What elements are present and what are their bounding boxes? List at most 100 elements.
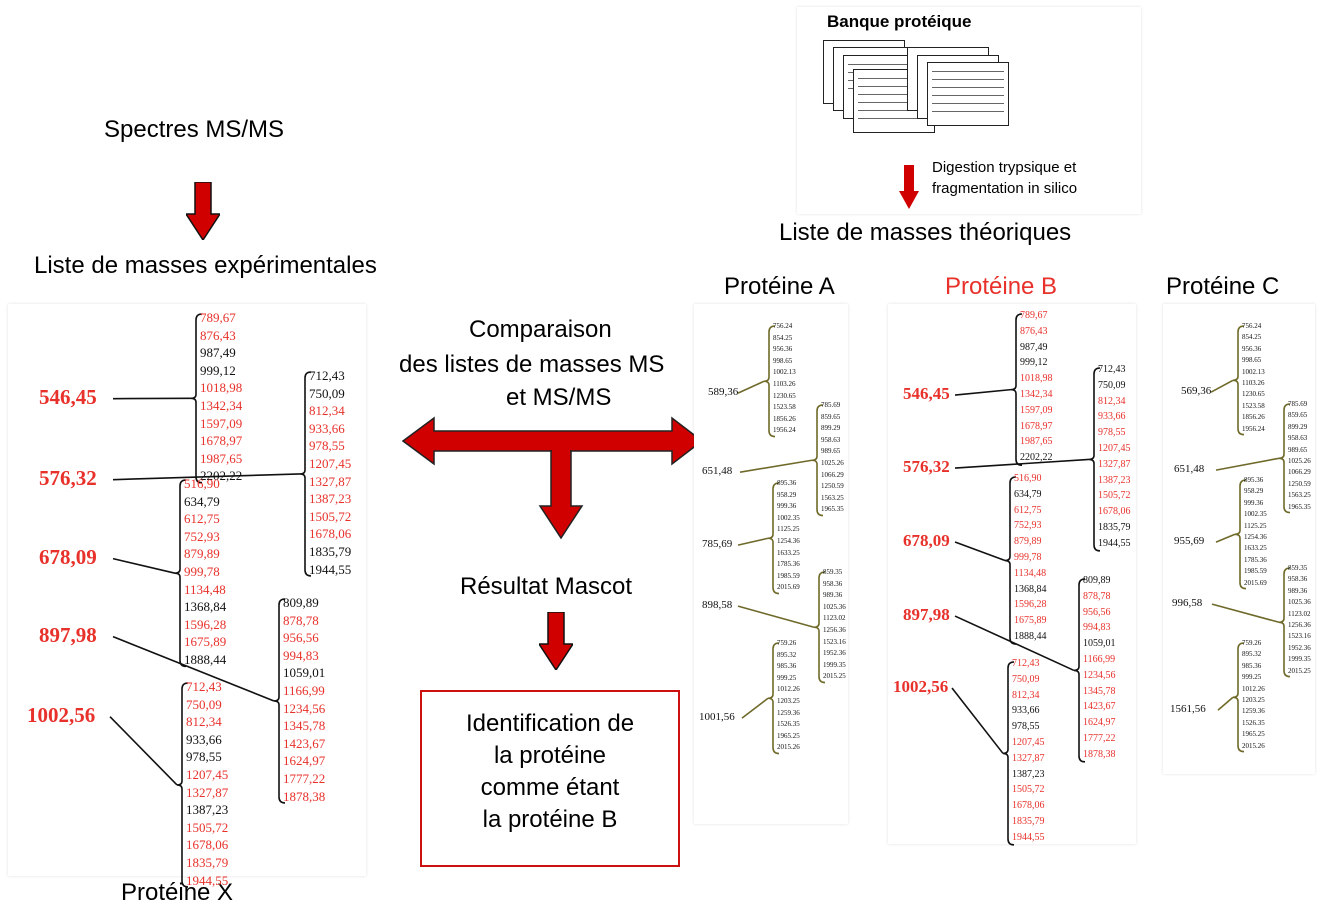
protB-peak-mass: 897,98	[903, 605, 950, 624]
exp-fragment-mass: 1342,34	[200, 398, 243, 413]
exp-fragment-mass: 1505,72	[186, 819, 229, 835]
protC-fragment-mass: 999.25	[1242, 673, 1262, 682]
protC-fragment-mass: 1203.25	[1242, 696, 1265, 704]
protA-fragment-mass: 1526.35	[777, 720, 800, 729]
protC-peak-mass: 651,48	[1174, 463, 1205, 475]
protC-peak-mass: 569,36	[1181, 385, 1212, 397]
protC-fragment-mass: 1123.02	[1288, 609, 1311, 618]
exp-fragment-mass: 987,49	[200, 345, 236, 361]
protC-fragment-mass: 859.35	[1288, 564, 1308, 572]
protA-peak-mass: 589,36	[708, 386, 739, 398]
exp-fragment-mass: 1327,87	[309, 473, 352, 489]
protB-fragment-mass: 1368,84	[1014, 583, 1047, 595]
exp-fragment-mass: 1596,28	[184, 616, 227, 632]
exp-fragment-mass: 1678,06	[186, 837, 229, 853]
protA-fragment-mass: 1985.59	[777, 571, 800, 580]
protB-fragment-mass: 1234,56	[1083, 669, 1116, 681]
protC-fragment-mass: 958.36	[1288, 575, 1308, 584]
protC-peak-mass: 996,58	[1172, 597, 1203, 609]
protC-fragment-mass: 1025.26	[1288, 457, 1311, 465]
protA-fragment-mass: 1103.26	[773, 380, 796, 388]
protB-fragment-mass: 1327,87	[1098, 458, 1131, 470]
protein-c-label: Protéine C	[1166, 273, 1280, 300]
protA-fragment-mass: 1250.59	[821, 482, 844, 491]
protC-fragment-mass: 1985.59	[1244, 567, 1267, 576]
protB-fragment-mass: 1059,01	[1083, 638, 1116, 650]
protA-fragment-mass: 1002.13	[773, 368, 796, 377]
protA-fragment-mass: 1856.26	[773, 414, 796, 423]
protC-fragment-mass: 1012.26	[1242, 684, 1265, 693]
protA-peak-mass: 651,48	[702, 465, 733, 477]
protA-fragment-mass: 785.69	[821, 401, 841, 409]
protC-fragment-mass: 2015.25	[1288, 666, 1311, 675]
protB-peak-mass: 576,32	[903, 457, 950, 476]
protB-fragment-mass: 1505,72	[1098, 490, 1131, 502]
comparison-line-1: Comparaison	[469, 316, 612, 343]
protB-fragment-mass: 878,78	[1083, 590, 1111, 602]
protB-fragment-mass: 933,66	[1012, 705, 1040, 717]
protB-fragment-mass: 1678,06	[1012, 800, 1045, 812]
protB-fragment-mass: 1878,38	[1083, 748, 1116, 760]
protC-fragment-mass: 854.25	[1242, 333, 1262, 342]
exp-fragment-mass: 1888,44	[184, 652, 227, 667]
protein-bank-title: Banque protéique	[827, 12, 972, 31]
protB-fragment-mass: 712,43	[1012, 658, 1040, 669]
protB-fragment-mass: 1678,97	[1020, 420, 1053, 432]
protB-fragment-mass: 1207,45	[1012, 737, 1045, 748]
protC-fragment-mass: 1066.29	[1288, 468, 1311, 477]
exp-fragment-mass: 1944,55	[186, 872, 229, 888]
exp-fragment-mass: 879,89	[184, 546, 220, 562]
protA-fragment-mass: 998.65	[773, 356, 793, 365]
protA-fragment-mass: 854.25	[773, 333, 793, 342]
exp-peak-mass: 546,45	[39, 385, 97, 409]
protB-fragment-mass: 1134,48	[1014, 567, 1047, 579]
protC-fragment-mass: 1999.35	[1288, 655, 1311, 664]
exp-fragment-mass: 812,34	[309, 403, 345, 419]
protC-fragment-mass: 859.65	[1288, 411, 1308, 420]
exp-fragment-mass: 2202,22	[200, 468, 243, 484]
protA-fragment-mass: 1523.58	[773, 403, 796, 412]
exp-fragment-mass: 1327,87	[186, 784, 229, 800]
protB-fragment-mass: 1777,22	[1083, 733, 1116, 744]
protC-fragment-mass: 1250.59	[1288, 479, 1311, 488]
protA-fragment-mass: 985.36	[777, 662, 797, 671]
protB-fragment-mass: 1345,78	[1083, 685, 1116, 697]
protC-fragment-mass: 956.36	[1242, 344, 1262, 353]
protA-fragment-mass: 1633.25	[777, 548, 800, 557]
theoretical-list-title: Liste de masses théoriques	[779, 219, 1072, 246]
protC-fragment-mass: 1254.36	[1244, 533, 1267, 541]
protC-fragment-mass: 1526.35	[1242, 718, 1265, 727]
exp-fragment-mass: 1345,78	[283, 718, 326, 734]
protein-bank-panel: Banque protéique Digestion trypsique et …	[797, 7, 1141, 214]
exp-fragment-mass: 978,55	[309, 438, 345, 454]
protC-fragment-mass: 1856.26	[1242, 413, 1265, 422]
protB-peak-mass: 546,45	[903, 384, 950, 403]
comparison-arrow	[402, 416, 704, 540]
protC-fragment-mass: 1259.36	[1242, 707, 1265, 716]
exp-fragment-mass: 612,75	[184, 511, 220, 527]
protein-b-label: Protéine B	[945, 273, 1058, 300]
exp-fragment-mass: 1678,06	[309, 526, 352, 542]
protA-fragment-mass: 1025.36	[823, 602, 846, 611]
protA-fragment-mass: 999.25	[777, 673, 797, 682]
protB-fragment-mass: 1387,23	[1098, 474, 1131, 486]
protA-fragment-mass: 1254.36	[777, 537, 800, 545]
protA-fragment-mass: 1563.25	[821, 493, 844, 502]
identification-line-3: comme étant	[480, 774, 620, 801]
exp-fragment-mass: 1835,79	[309, 544, 352, 559]
protA-fragment-mass: 1259.36	[777, 708, 800, 717]
protB-fragment-mass: 1944,55	[1012, 831, 1045, 843]
down-arrow-result	[539, 612, 573, 670]
protC-fragment-mass: 1125.25	[1244, 521, 1267, 530]
protB-fragment-mass: 812,34	[1012, 689, 1040, 701]
protC-fragment-mass: 1230.65	[1242, 390, 1265, 399]
protC-fragment-mass: 1523.16	[1288, 632, 1311, 641]
protB-fragment-mass: 879,89	[1014, 536, 1042, 548]
exp-peak-mass: 1002,56	[27, 703, 96, 727]
protA-fragment-mass: 958.29	[777, 490, 797, 499]
exp-fragment-mass: 956,56	[283, 630, 319, 646]
identification-line-4: la protéine B	[482, 806, 618, 833]
exp-fragment-mass: 878,78	[283, 612, 319, 628]
protC-fragment-mass: 1956.24	[1242, 424, 1265, 433]
protA-fragment-mass: 895.32	[777, 650, 797, 659]
